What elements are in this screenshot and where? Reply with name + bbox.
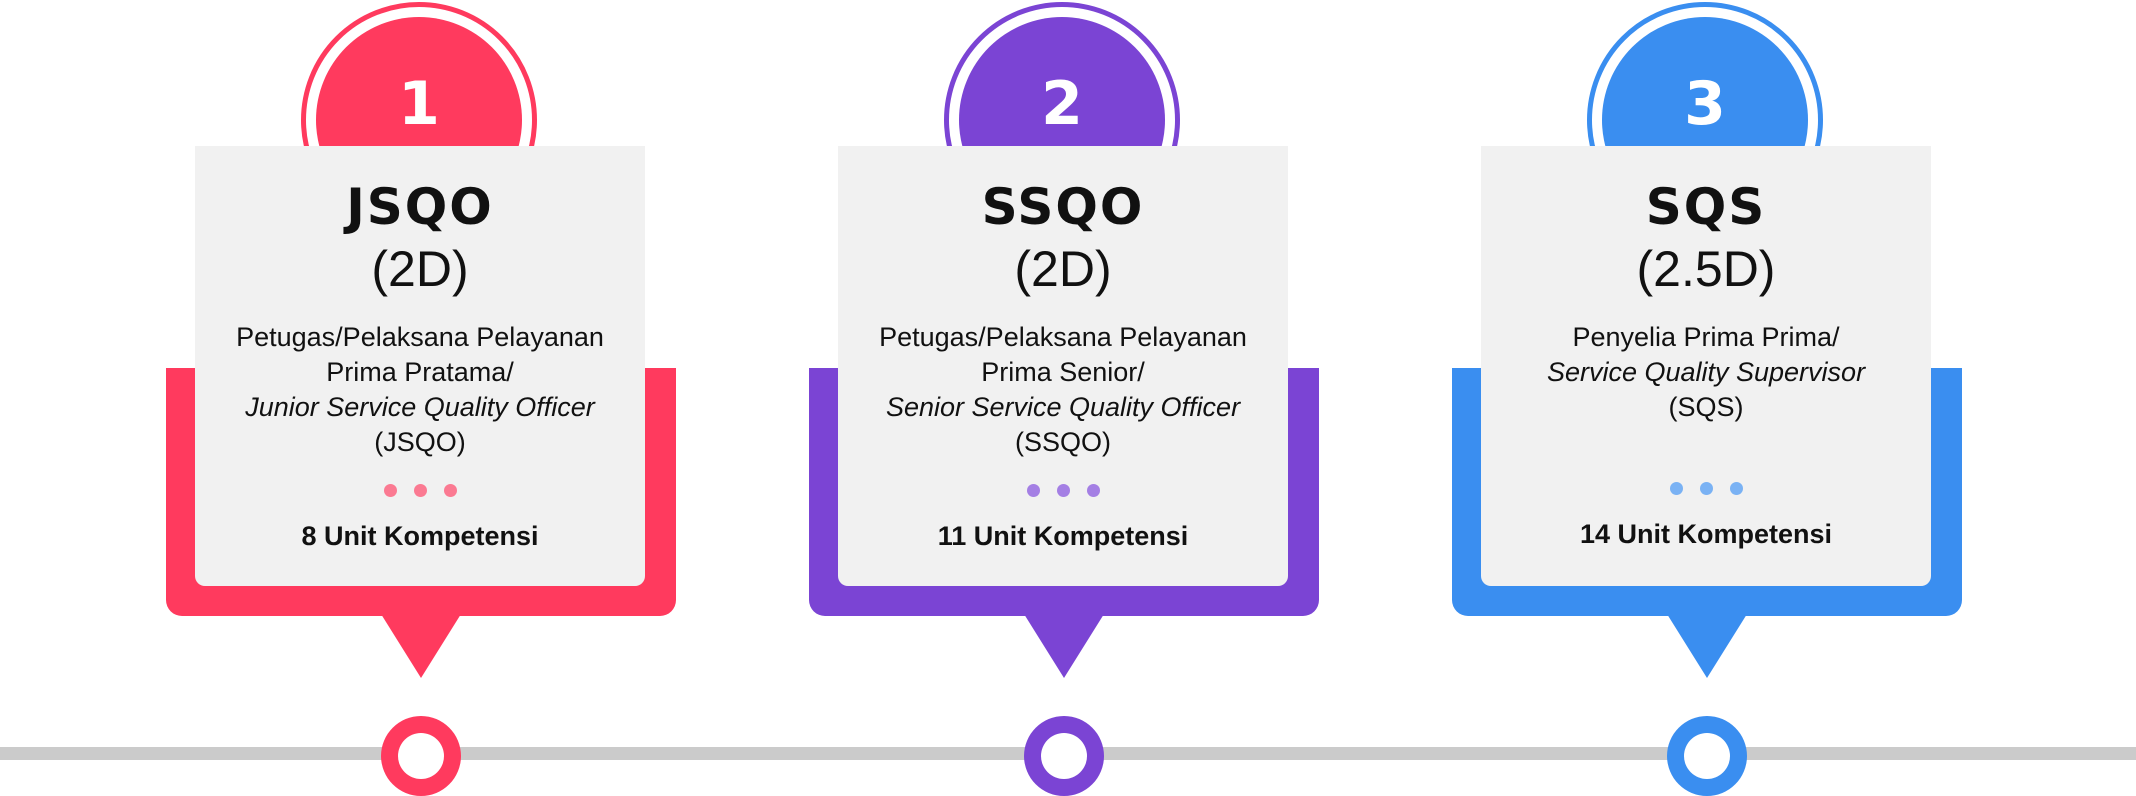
step-card: SQS (2.5D) Penyelia Prima Prima/Service … [1481, 146, 1931, 586]
dots-separator [838, 484, 1288, 497]
step-title: SSQO [981, 178, 1145, 236]
step-number: 3 [1684, 69, 1726, 139]
timeline-node [381, 716, 461, 796]
step-level: (2.5D) [1636, 241, 1776, 297]
step-2: 2 SSQO (2D) Petugas/Pelaksana Pelayanan … [809, 0, 1319, 796]
step-title: SQS [1645, 178, 1767, 236]
pointer-arrow [1667, 614, 1747, 678]
step-number: 2 [1041, 69, 1083, 139]
dots-separator [195, 484, 645, 497]
step-level: (2D) [1014, 241, 1112, 297]
step-description: Penyelia Prima Prima/Service Quality Sup… [1546, 322, 1866, 422]
step-3: 3 SQS (2.5D) Penyelia Prima Prima/Servic… [1452, 0, 1962, 796]
unit-count: 8 Unit Kompetensi [301, 521, 539, 551]
pointer-arrow [1024, 614, 1104, 678]
unit-count: 14 Unit Kompetensi [1579, 519, 1833, 549]
step-card: SSQO (2D) Petugas/Pelaksana Pelayanan Pr… [838, 146, 1288, 586]
unit-count: 11 Unit Kompetensi [937, 521, 1189, 551]
step-description: Petugas/Pelaksana Pelayanan Prima Senior… [879, 322, 1247, 457]
step-1: 1 JSQO (2D) Petugas/Pelaksana Pelayanan … [166, 0, 676, 796]
step-title: JSQO [346, 178, 494, 236]
step-card: JSQO (2D) Petugas/Pelaksana Pelayanan Pr… [195, 146, 645, 586]
step-level: (2D) [371, 241, 469, 297]
step-description: Petugas/Pelaksana Pelayanan Prima Pratam… [236, 322, 604, 457]
dots-separator [1481, 482, 1931, 495]
timeline-node [1667, 716, 1747, 796]
pointer-arrow [381, 614, 461, 678]
timeline-node [1024, 716, 1104, 796]
step-number: 1 [398, 69, 440, 139]
